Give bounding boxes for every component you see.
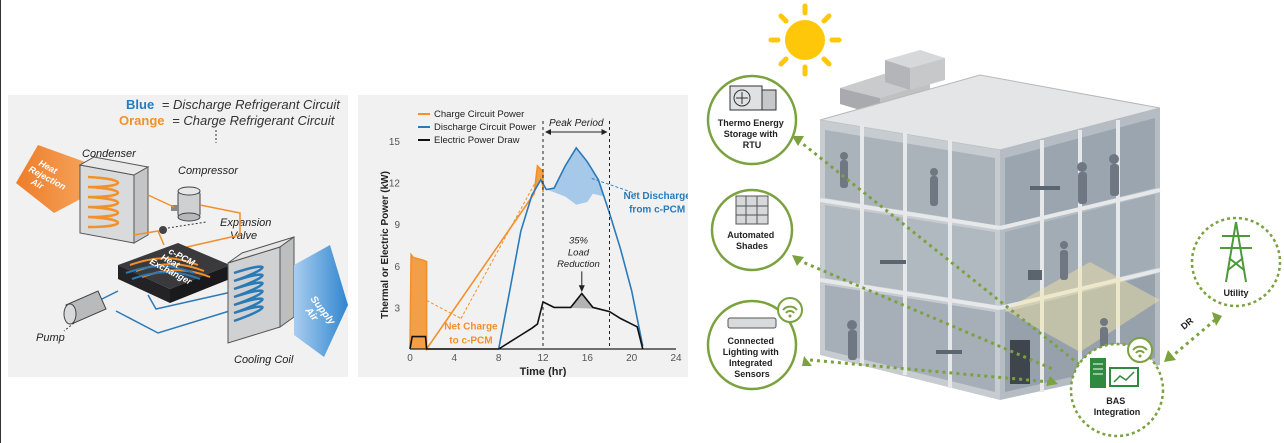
x-tick-4: 4 bbox=[452, 353, 458, 364]
net-discharge-leader bbox=[591, 177, 637, 195]
y-axis-label: Thermal or Electric Power (kW) bbox=[380, 171, 391, 319]
server-icon bbox=[1090, 358, 1106, 388]
y-tick-3: 3 bbox=[394, 303, 400, 314]
net-charge-leader-2 bbox=[460, 182, 536, 319]
legend-orange: Orange = Charge Refrigerant Circuit bbox=[119, 113, 336, 128]
legend-label-3: Electric Power Draw bbox=[434, 135, 520, 146]
series-electric-power bbox=[409, 292, 644, 350]
connected-lighting-node[interactable]: Connected Lighting with Integrated Senso… bbox=[706, 297, 803, 391]
refrigerant-system-diagram: Blue = Discharge Refrigerant Circuit Ora… bbox=[16, 97, 348, 366]
connection-lines bbox=[797, 138, 1216, 384]
bas-integration-node[interactable]: BAS Integration bbox=[1069, 337, 1165, 438]
pump bbox=[63, 290, 107, 332]
utility-node[interactable]: Utility bbox=[1190, 216, 1282, 308]
light-fixture-icon bbox=[727, 317, 777, 329]
office-building bbox=[819, 50, 1161, 400]
peak-period-markers: Peak Period bbox=[542, 118, 610, 349]
shades-label: Automated Shades bbox=[727, 230, 777, 251]
charge-circuit-piping bbox=[133, 194, 241, 250]
sun-icon bbox=[768, 3, 842, 77]
power-tower-icon bbox=[1220, 221, 1252, 283]
monitor-icon bbox=[1109, 367, 1139, 387]
load-reduction-label-3: Reduction bbox=[557, 259, 600, 270]
dr-label: DR bbox=[1179, 315, 1196, 331]
peak-arrow-right-head bbox=[601, 129, 608, 135]
load-reduction-label-1: 35% bbox=[569, 236, 589, 247]
utility-label: Utility bbox=[1223, 288, 1248, 298]
net-charge-label-2: to c-PCM bbox=[449, 335, 492, 346]
chart-series bbox=[409, 146, 644, 352]
x-axis-label: Time (hr) bbox=[520, 366, 567, 377]
shades-icon bbox=[735, 195, 769, 225]
legend-blue: Blue = Discharge Refrigerant Circuit bbox=[126, 97, 341, 112]
expansion-valve bbox=[159, 221, 207, 234]
x-tick-16: 16 bbox=[582, 353, 594, 364]
lighting-label: Connected Lighting with Integrated Senso… bbox=[723, 336, 782, 379]
load-reduction-arrow-head bbox=[578, 285, 585, 293]
pump-label: Pump bbox=[36, 332, 65, 344]
condenser-coil bbox=[78, 156, 150, 244]
x-tick-20: 20 bbox=[626, 353, 638, 364]
net-charge-area-morning bbox=[410, 254, 427, 349]
compressor bbox=[171, 186, 201, 222]
net-charge-label-1: Net Charge bbox=[444, 322, 498, 333]
series-charge-circuit bbox=[409, 164, 544, 352]
x-tick-0: 0 bbox=[407, 353, 413, 364]
net-discharge-label-2: from c-PCM bbox=[629, 204, 685, 215]
y-tick-9: 9 bbox=[394, 220, 400, 231]
legend-label-2: Discharge Circuit Power bbox=[434, 122, 536, 133]
refrigerant-system-panel: Blue = Discharge Refrigerant Circuit Ora… bbox=[8, 95, 348, 377]
condenser-label: Condenser bbox=[82, 148, 137, 160]
net-discharge-label-1: Net Discharge bbox=[624, 191, 688, 202]
expansion-valve-label: Expansion Valve bbox=[220, 217, 274, 242]
x-tick-8: 8 bbox=[496, 353, 502, 364]
smart-building-illustration: Thermo Energy Storage with RTU Automated… bbox=[706, 3, 1282, 438]
wifi-icon bbox=[777, 297, 803, 323]
thermo-storage-node[interactable]: Thermo Energy Storage with RTU bbox=[706, 74, 798, 166]
y-tick-6: 6 bbox=[394, 262, 400, 273]
x-tick-24: 24 bbox=[670, 353, 682, 364]
bas-label: BAS Integration bbox=[1094, 396, 1141, 417]
net-discharge-area bbox=[546, 147, 604, 205]
cooling-coil bbox=[227, 236, 295, 344]
peak-period-label: Peak Period bbox=[549, 118, 604, 129]
x-tick-12: 12 bbox=[537, 353, 549, 364]
rtu-icon bbox=[729, 85, 777, 111]
cpcm-heat-exchanger: c-PCM Heat Exchanger bbox=[118, 243, 230, 303]
series-discharge-circuit bbox=[497, 146, 644, 350]
load-reduction-label-2: Load bbox=[568, 247, 590, 258]
net-charge-leader-1 bbox=[426, 300, 462, 319]
supply-air-arrow: Supply Air bbox=[294, 245, 348, 357]
arrow-heads bbox=[792, 136, 1222, 386]
legend-label-1: Charge Circuit Power bbox=[434, 109, 524, 120]
peak-arrow-left-head bbox=[545, 129, 551, 135]
thermo-label: Thermo Energy Storage with RTU bbox=[718, 118, 787, 150]
y-tick-15: 15 bbox=[389, 137, 401, 148]
cooling-coil-label: Cooling Coil bbox=[234, 354, 294, 366]
compressor-label: Compressor bbox=[178, 165, 239, 177]
heat-rejection-arrow: Heat Rejection Air bbox=[16, 145, 88, 213]
y-tick-12: 12 bbox=[389, 179, 401, 190]
bas-wifi-icon bbox=[1127, 337, 1153, 363]
automated-shades-node[interactable]: Automated Shades bbox=[710, 188, 794, 272]
